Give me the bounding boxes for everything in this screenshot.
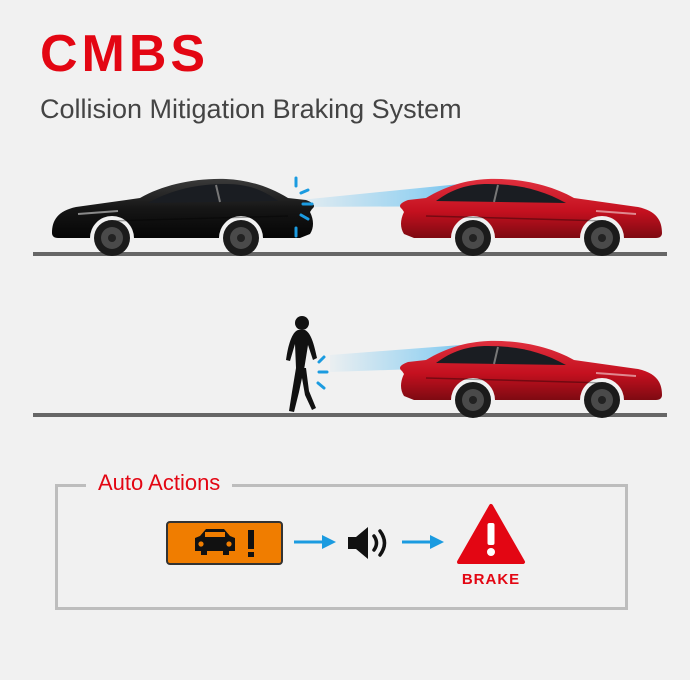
arrow-right-icon xyxy=(294,535,336,549)
scenario-illustration xyxy=(33,176,667,419)
brake-label: BRAKE xyxy=(461,571,521,588)
sensor-wave-marks xyxy=(316,355,329,390)
car-silhouette-icon xyxy=(195,529,254,557)
auto-actions-panel xyxy=(55,484,628,610)
page-subtitle: Collision Mitigation Braking System xyxy=(40,94,462,124)
page-title: CMBS xyxy=(40,25,210,83)
scenario-vehicle-ahead xyxy=(33,176,667,257)
front-car-warning-icon xyxy=(166,521,283,565)
scenario-pedestrian-ahead xyxy=(33,316,667,419)
speaker-sound-icon xyxy=(348,527,387,559)
front-car-black xyxy=(51,177,315,257)
sensor-wave-marks xyxy=(294,176,314,238)
pedestrian-woman-icon xyxy=(286,316,317,412)
arrow-right-icon xyxy=(402,535,444,549)
brake-warning-triangle-icon xyxy=(457,504,525,564)
auto-actions-label: Auto Actions xyxy=(86,470,233,496)
